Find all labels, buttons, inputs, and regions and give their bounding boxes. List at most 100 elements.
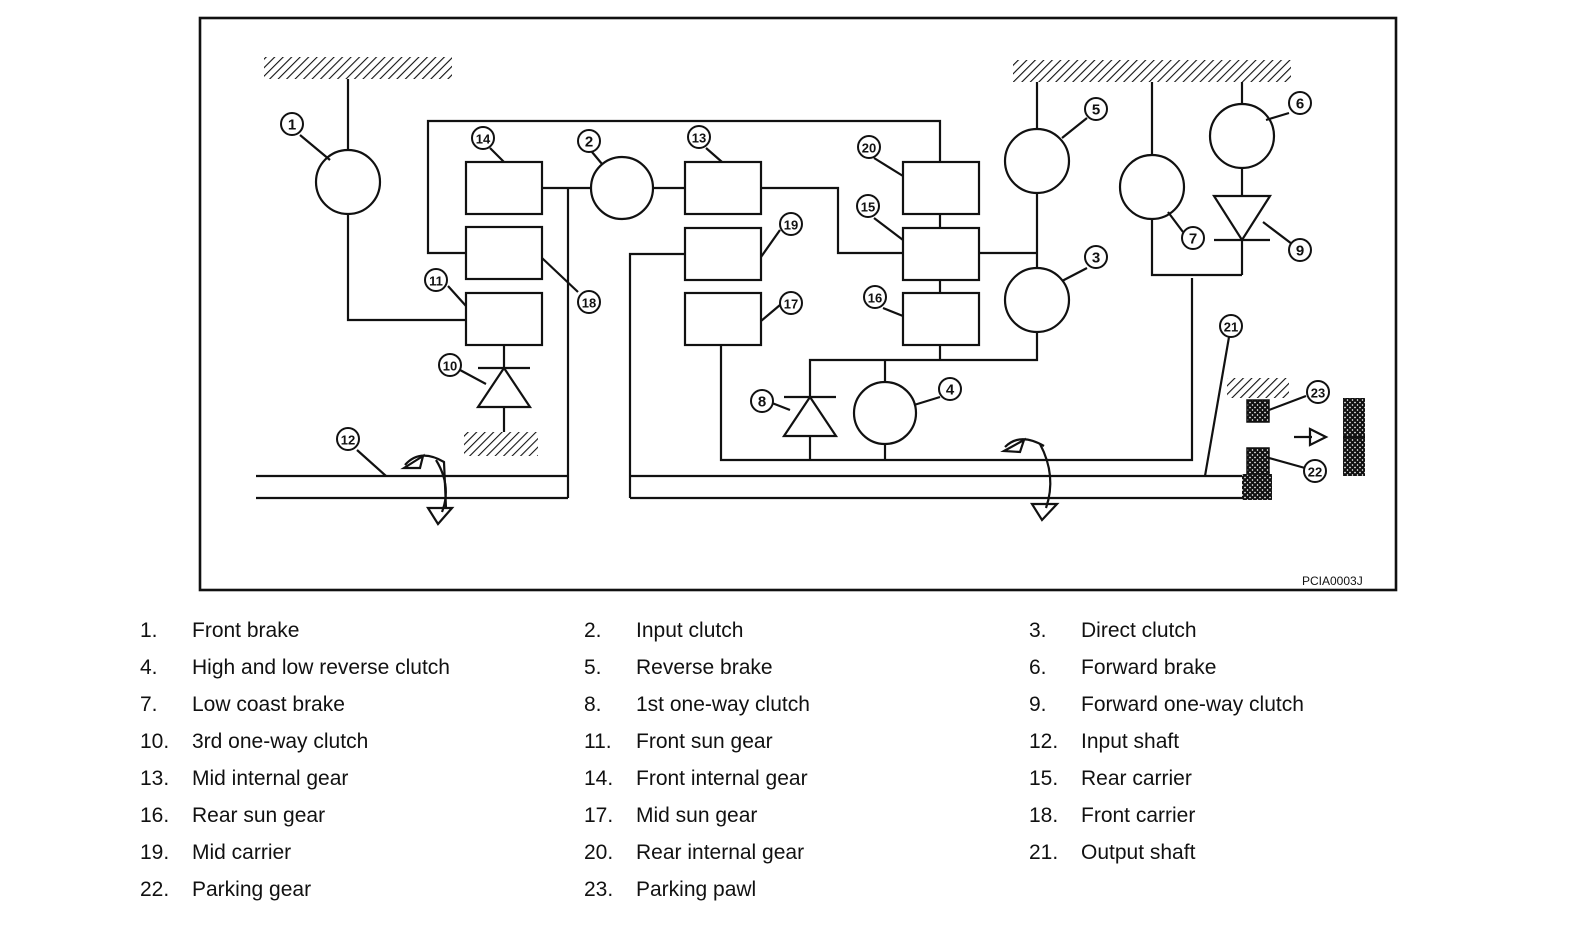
legend-label: Front carrier (1081, 804, 1196, 827)
legend-number: 11. (584, 730, 612, 753)
callout-16: 16 (863, 285, 887, 309)
mid-carrier-box (683, 226, 763, 282)
callout-7: 7 (1181, 226, 1205, 250)
rear-carrier-box (901, 226, 981, 282)
legend-number: 16. (140, 804, 170, 827)
legend-label: Forward one-way clutch (1081, 693, 1304, 716)
legend-item: 16. Rear sun gear (140, 803, 325, 829)
legend-item: 3.Direct clutch (1029, 618, 1197, 644)
svg-text:19: 19 (784, 218, 798, 233)
legend-number: 4. (140, 656, 158, 679)
legend-item: 23.Parking pawl (584, 877, 756, 903)
legend-label: Front brake (192, 619, 300, 642)
front-sun-gear-box (464, 291, 544, 347)
callout-22: 22 (1303, 459, 1327, 483)
svg-text:17: 17 (784, 297, 798, 312)
legend-label: High and low reverse clutch (192, 656, 450, 679)
input-clutch-element (589, 155, 655, 221)
legend-label: Parking pawl (636, 878, 757, 901)
legend-item: 7.Low coast brake (140, 692, 345, 718)
legend-label: Rear carrier (1081, 767, 1192, 790)
svg-text:5: 5 (1092, 102, 1100, 119)
legend-number: 10. (140, 730, 170, 753)
mid-internal-gear-box (683, 160, 763, 216)
legend-item: 17.Mid sun gear (584, 803, 757, 829)
legend-label: Input clutch (636, 619, 744, 642)
legend-item: 11. Front sun gear (584, 729, 773, 755)
rear-internal-gear-box (901, 160, 981, 216)
svg-text:13: 13 (692, 131, 706, 146)
rotation-arrow-icon (1000, 437, 1060, 522)
front-brake-element (314, 148, 382, 216)
legend-number: 15. (1029, 767, 1059, 790)
legend-number: 5. (584, 656, 602, 679)
callout-8: 8 (750, 389, 774, 413)
legend-label: Front internal gear (636, 767, 808, 790)
svg-text:14: 14 (476, 132, 491, 147)
legend-number: 1. (140, 619, 158, 642)
svg-text:22: 22 (1308, 465, 1322, 480)
legend-number: 12. (1029, 730, 1059, 753)
mid-sun-gear-box (683, 291, 763, 347)
legend-label: Mid internal gear (192, 767, 349, 790)
legend-item: 21.Output shaft (1029, 840, 1195, 866)
legend-number: 6. (1029, 656, 1047, 679)
legend-number: 14. (584, 767, 614, 790)
callout-17: 17 (779, 291, 803, 315)
legend-number: 18. (1029, 804, 1059, 827)
legend-number: 13. (140, 767, 170, 790)
legend-number: 19. (140, 841, 170, 864)
callout-1: 1 (280, 112, 304, 136)
svg-text:6: 6 (1296, 96, 1304, 113)
callout-12: 12 (336, 427, 360, 451)
direct-clutch-element (1003, 266, 1071, 334)
svg-text:7: 7 (1189, 231, 1197, 248)
legend-item: 10. 3rd one-way clutch (140, 729, 368, 755)
legend-label: Parking gear (192, 878, 312, 901)
legend-label: Front sun gear (636, 730, 773, 753)
legend-item: 2.Input clutch (584, 618, 743, 644)
svg-text:23: 23 (1311, 386, 1325, 401)
svg-text:3: 3 (1092, 250, 1100, 267)
legend-label: Low coast brake (192, 693, 345, 716)
front-internal-gear-box (464, 160, 544, 216)
legend-number: 3. (1029, 619, 1047, 642)
legend-item: 13. Mid internal gear (140, 766, 348, 792)
legend-number: 21. (1029, 841, 1059, 864)
reverse-brake-element (1003, 127, 1071, 195)
callout-3: 3 (1084, 245, 1108, 269)
parking-pawl-mark (1246, 399, 1270, 423)
ground-pawl (1227, 378, 1289, 398)
legend-label: Forward brake (1081, 656, 1217, 679)
callout-14: 14 (471, 126, 495, 150)
svg-text:2: 2 (585, 134, 593, 151)
forward-brake-element (1208, 102, 1276, 170)
callout-18: 18 (577, 290, 601, 314)
callout-21: 21 (1219, 314, 1243, 338)
legend-item: 5.Reverse brake (584, 655, 773, 681)
legend-item: 12.Input shaft (1029, 729, 1179, 755)
svg-text:12: 12 (341, 433, 355, 448)
ground-left (264, 57, 452, 79)
rotation-arrow-icon (400, 453, 455, 526)
svg-text:10: 10 (443, 359, 457, 374)
legend-label: Mid carrier (192, 841, 292, 864)
svg-text:9: 9 (1296, 243, 1304, 260)
ground-bottom (464, 432, 538, 456)
legend-item: 18. Front carrier (1029, 803, 1195, 829)
legend-number: 17. (584, 804, 614, 827)
legend-label: 3rd one-way clutch (192, 730, 369, 753)
callout-4: 4 (938, 377, 962, 401)
callout-10: 10 (438, 353, 462, 377)
callout-5: 5 (1084, 97, 1108, 121)
legend-item: 6. Forward brake (1029, 655, 1216, 681)
parking-gear-mark (1246, 447, 1270, 475)
front-carrier-box (464, 225, 544, 281)
callout-15: 15 (856, 194, 880, 218)
legend-label: Rear sun gear (192, 804, 326, 827)
legend-item: 22. Parking gear (140, 877, 311, 903)
callout-9: 9 (1288, 238, 1312, 262)
legend-number: 22. (140, 878, 170, 901)
svg-text:15: 15 (861, 200, 875, 215)
legend-label: 1st one-way clutch (636, 693, 810, 716)
